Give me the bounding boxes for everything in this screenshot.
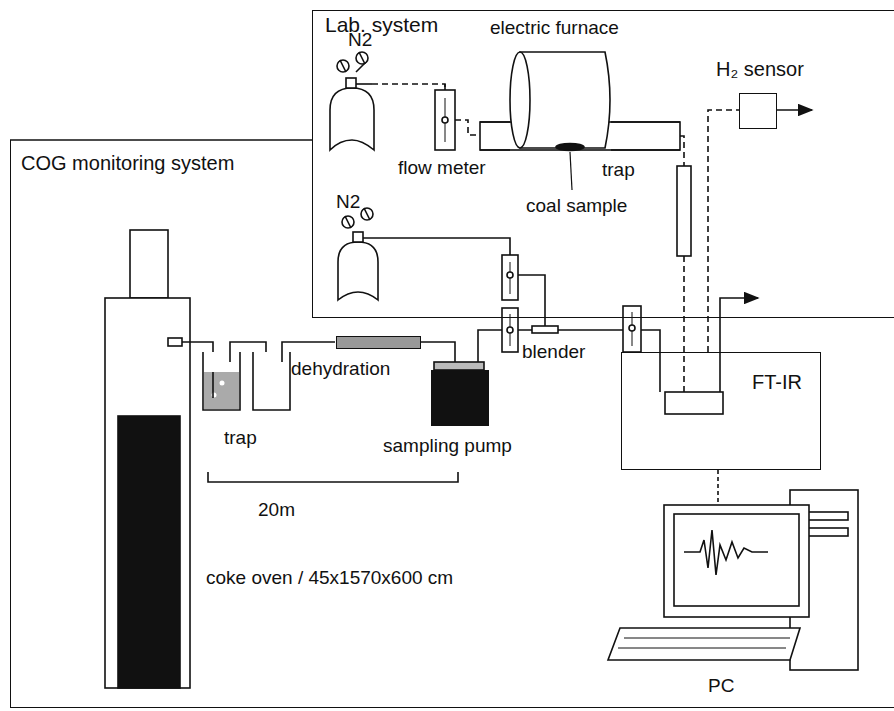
ftir-box: FT-IR xyxy=(621,352,821,470)
sensor-box: H₂ sensor xyxy=(739,93,777,129)
part-label: trap xyxy=(602,160,635,181)
part-label: N2 xyxy=(336,192,360,213)
part-label: electric furnace xyxy=(490,18,619,39)
part-label: coal sample xyxy=(526,196,627,217)
lab-panel: Lab. system H₂ sensor xyxy=(312,10,894,318)
node-label: FT-IR xyxy=(752,371,802,393)
part-label: 20m xyxy=(258,500,295,521)
part-label: flow meter xyxy=(398,158,486,179)
node-label: H₂ sensor xyxy=(716,58,804,80)
part-label: blender xyxy=(522,342,585,363)
node-label: dehydration xyxy=(291,359,390,380)
gas-line xyxy=(708,110,739,352)
node-label: Lab. system xyxy=(325,13,438,36)
node-label: COG monitoring system xyxy=(21,152,251,174)
part-label: coke oven / 45x1570x600 cm xyxy=(206,568,453,589)
node-label: sampling pump xyxy=(383,436,512,457)
part-label: trap xyxy=(224,428,257,449)
dehydration-column: dehydration xyxy=(336,336,421,349)
part-label: PC xyxy=(708,676,734,697)
cog-panel: COG monitoring system dehydration sampling… xyxy=(10,140,894,708)
sampling-pump: sampling pump xyxy=(431,370,489,426)
